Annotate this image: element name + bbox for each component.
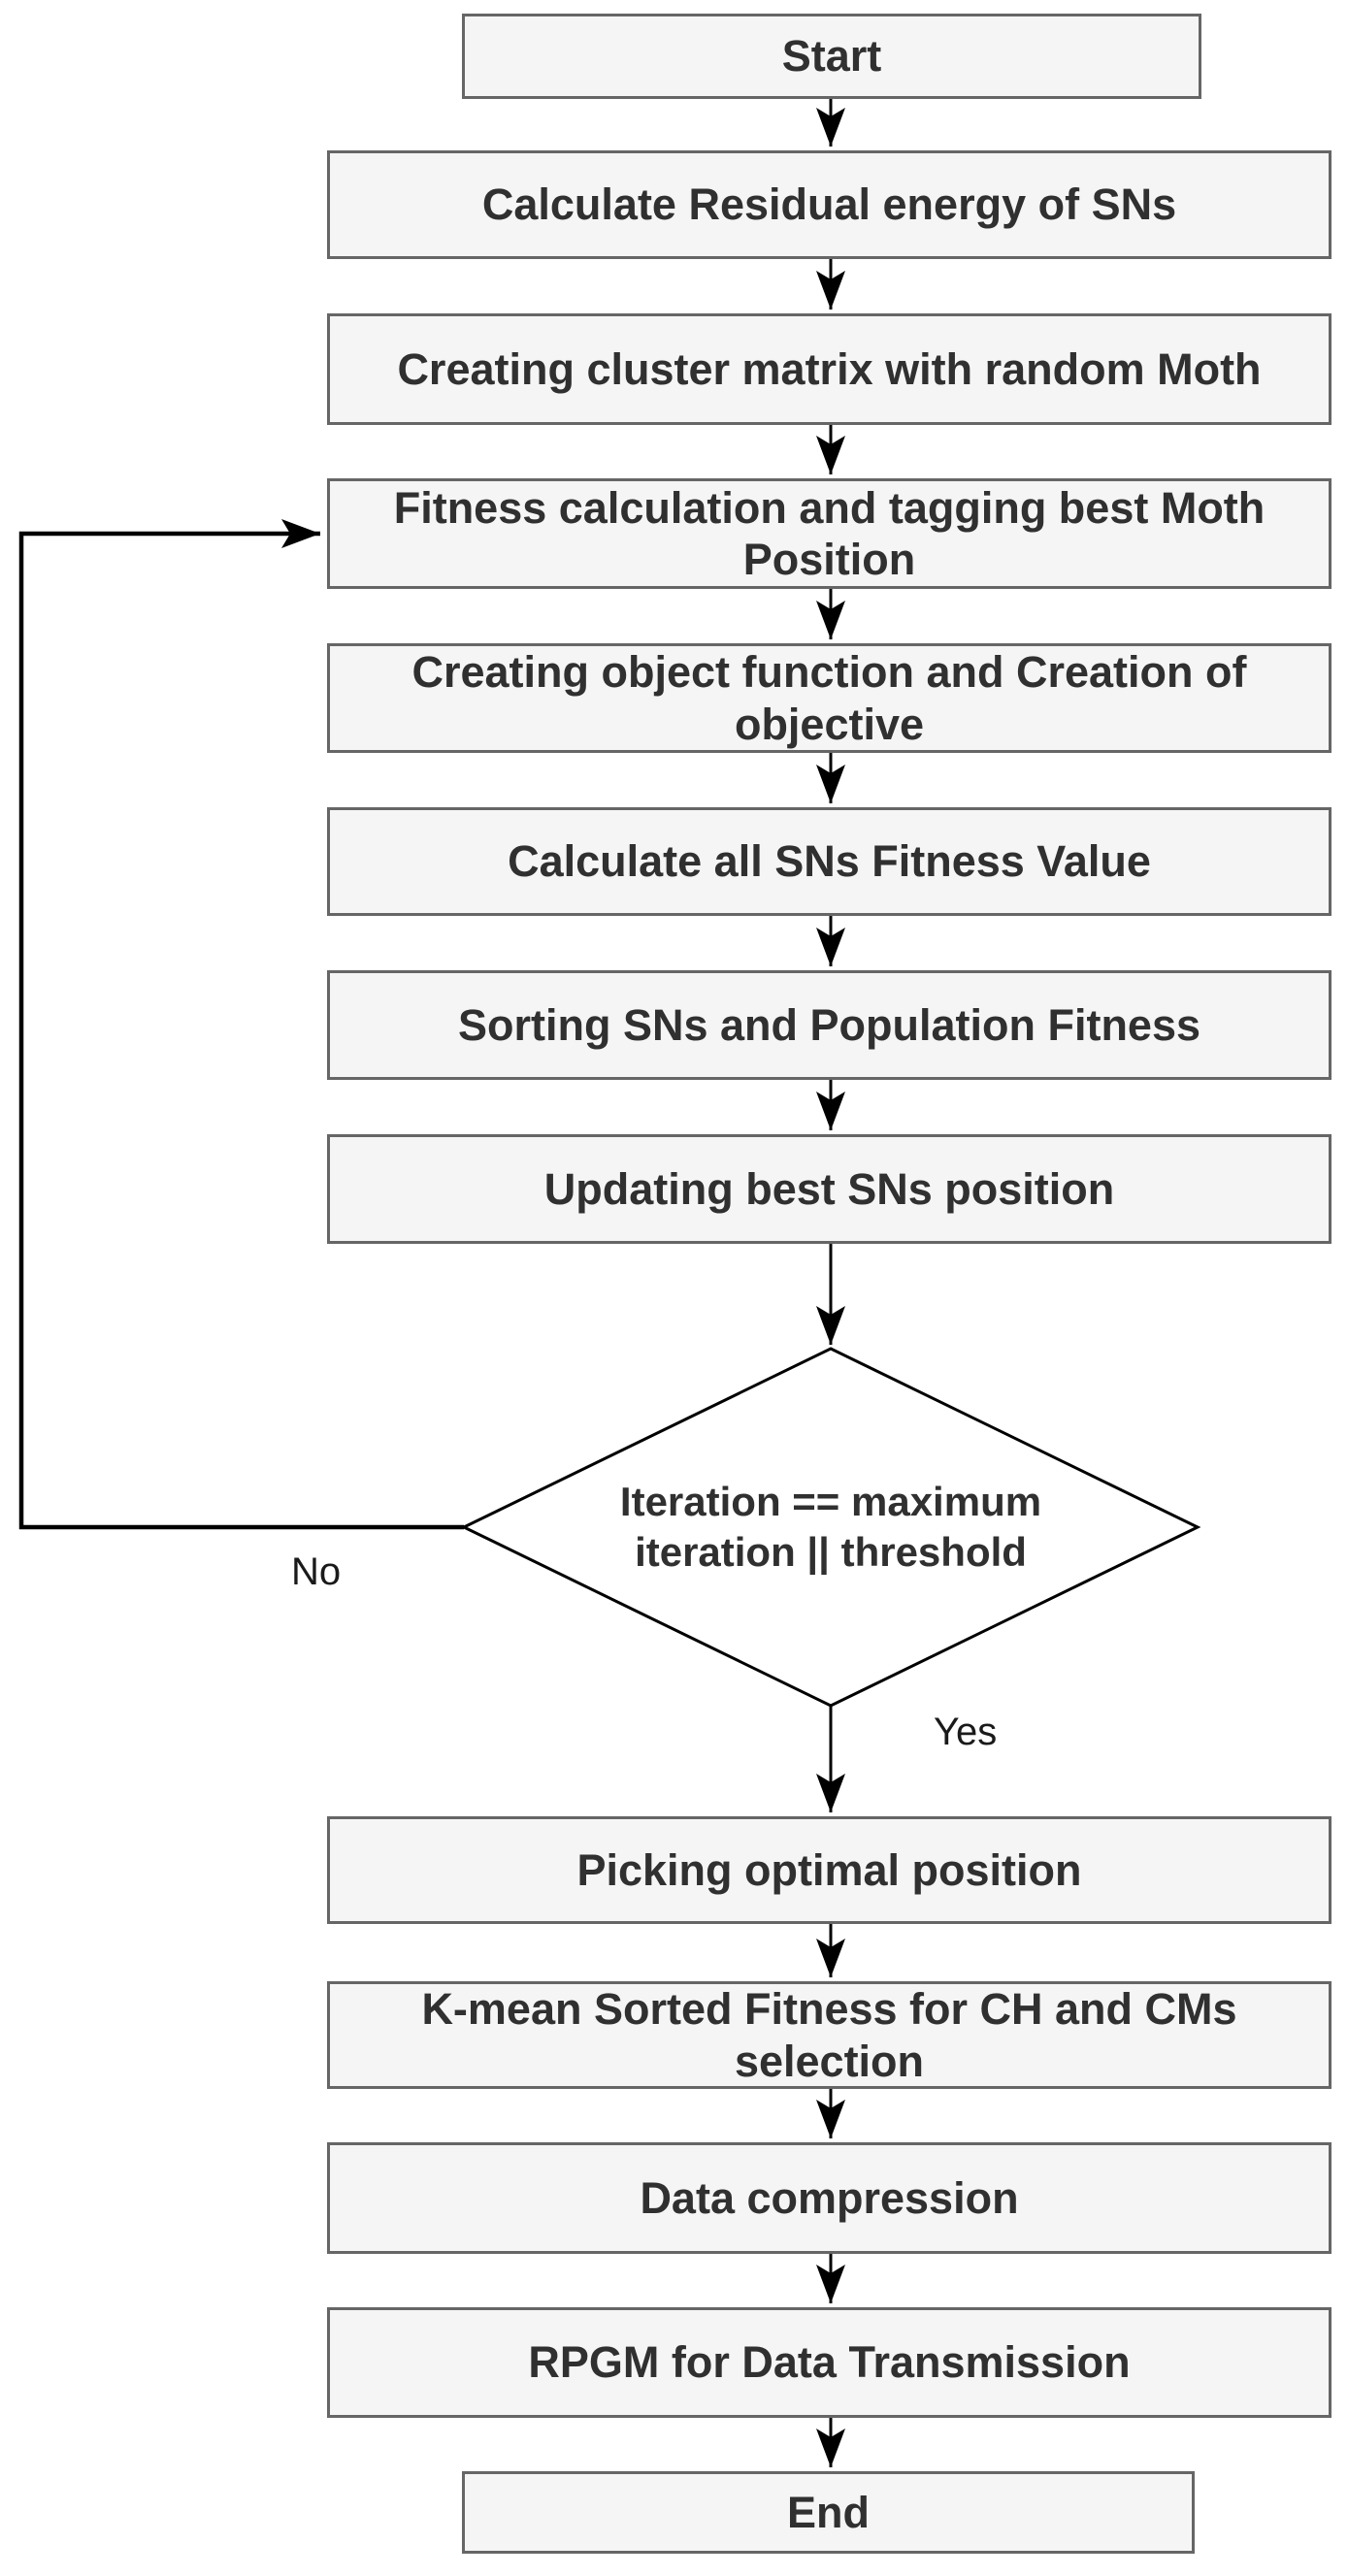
node-label: Picking optimal position [576, 1844, 1082, 1895]
edge-label-no: No [291, 1550, 342, 1593]
node-start: Start [462, 14, 1201, 99]
node-fitness-tagging: Fitness calculation and tagging best Mot… [327, 478, 1332, 589]
node-updating-position: Updating best SNs position [327, 1134, 1332, 1244]
node-sorting-fitness: Sorting SNs and Population Fitness [327, 970, 1332, 1080]
node-label: K-mean Sorted Fitness for CH and CMs sel… [421, 1984, 1237, 2086]
node-label: Data compression [640, 2172, 1019, 2223]
node-rpgm-transmission: RPGM for Data Transmission [327, 2307, 1332, 2418]
loop-no-connector [18, 519, 464, 1530]
node-label: Updating best SNs position [543, 1163, 1115, 1214]
node-picking-optimal: Picking optimal position [327, 1816, 1332, 1924]
node-end: End [462, 2471, 1195, 2554]
node-label: RPGM for Data Transmission [528, 2337, 1131, 2388]
decision-diamond [460, 1347, 1201, 1708]
node-label: End [787, 2487, 870, 2537]
node-label: Calculate all SNs Fitness Value [508, 836, 1151, 887]
node-label: Fitness calculation and tagging best Mot… [393, 482, 1266, 584]
node-label: Creating object function and Creation of… [411, 647, 1247, 749]
decision-label: Iteration == maximum iteration || thresh… [619, 1478, 1042, 1576]
edge-label-yes: Yes [934, 1711, 998, 1753]
node-object-function: Creating object function and Creation of… [327, 643, 1332, 753]
node-label: Creating cluster matrix with random Moth [397, 343, 1262, 394]
node-label: Start [781, 31, 882, 82]
node-sns-fitness-value: Calculate all SNs Fitness Value [327, 807, 1332, 916]
node-calc-residual-energy: Calculate Residual energy of SNs [327, 150, 1332, 259]
node-label: Calculate Residual energy of SNs [481, 179, 1177, 230]
node-data-compression: Data compression [327, 2142, 1332, 2254]
node-label: Sorting SNs and Population Fitness [457, 999, 1201, 1050]
node-kmean-selection: K-mean Sorted Fitness for CH and CMs sel… [327, 1981, 1332, 2089]
node-cluster-matrix: Creating cluster matrix with random Moth [327, 313, 1332, 425]
